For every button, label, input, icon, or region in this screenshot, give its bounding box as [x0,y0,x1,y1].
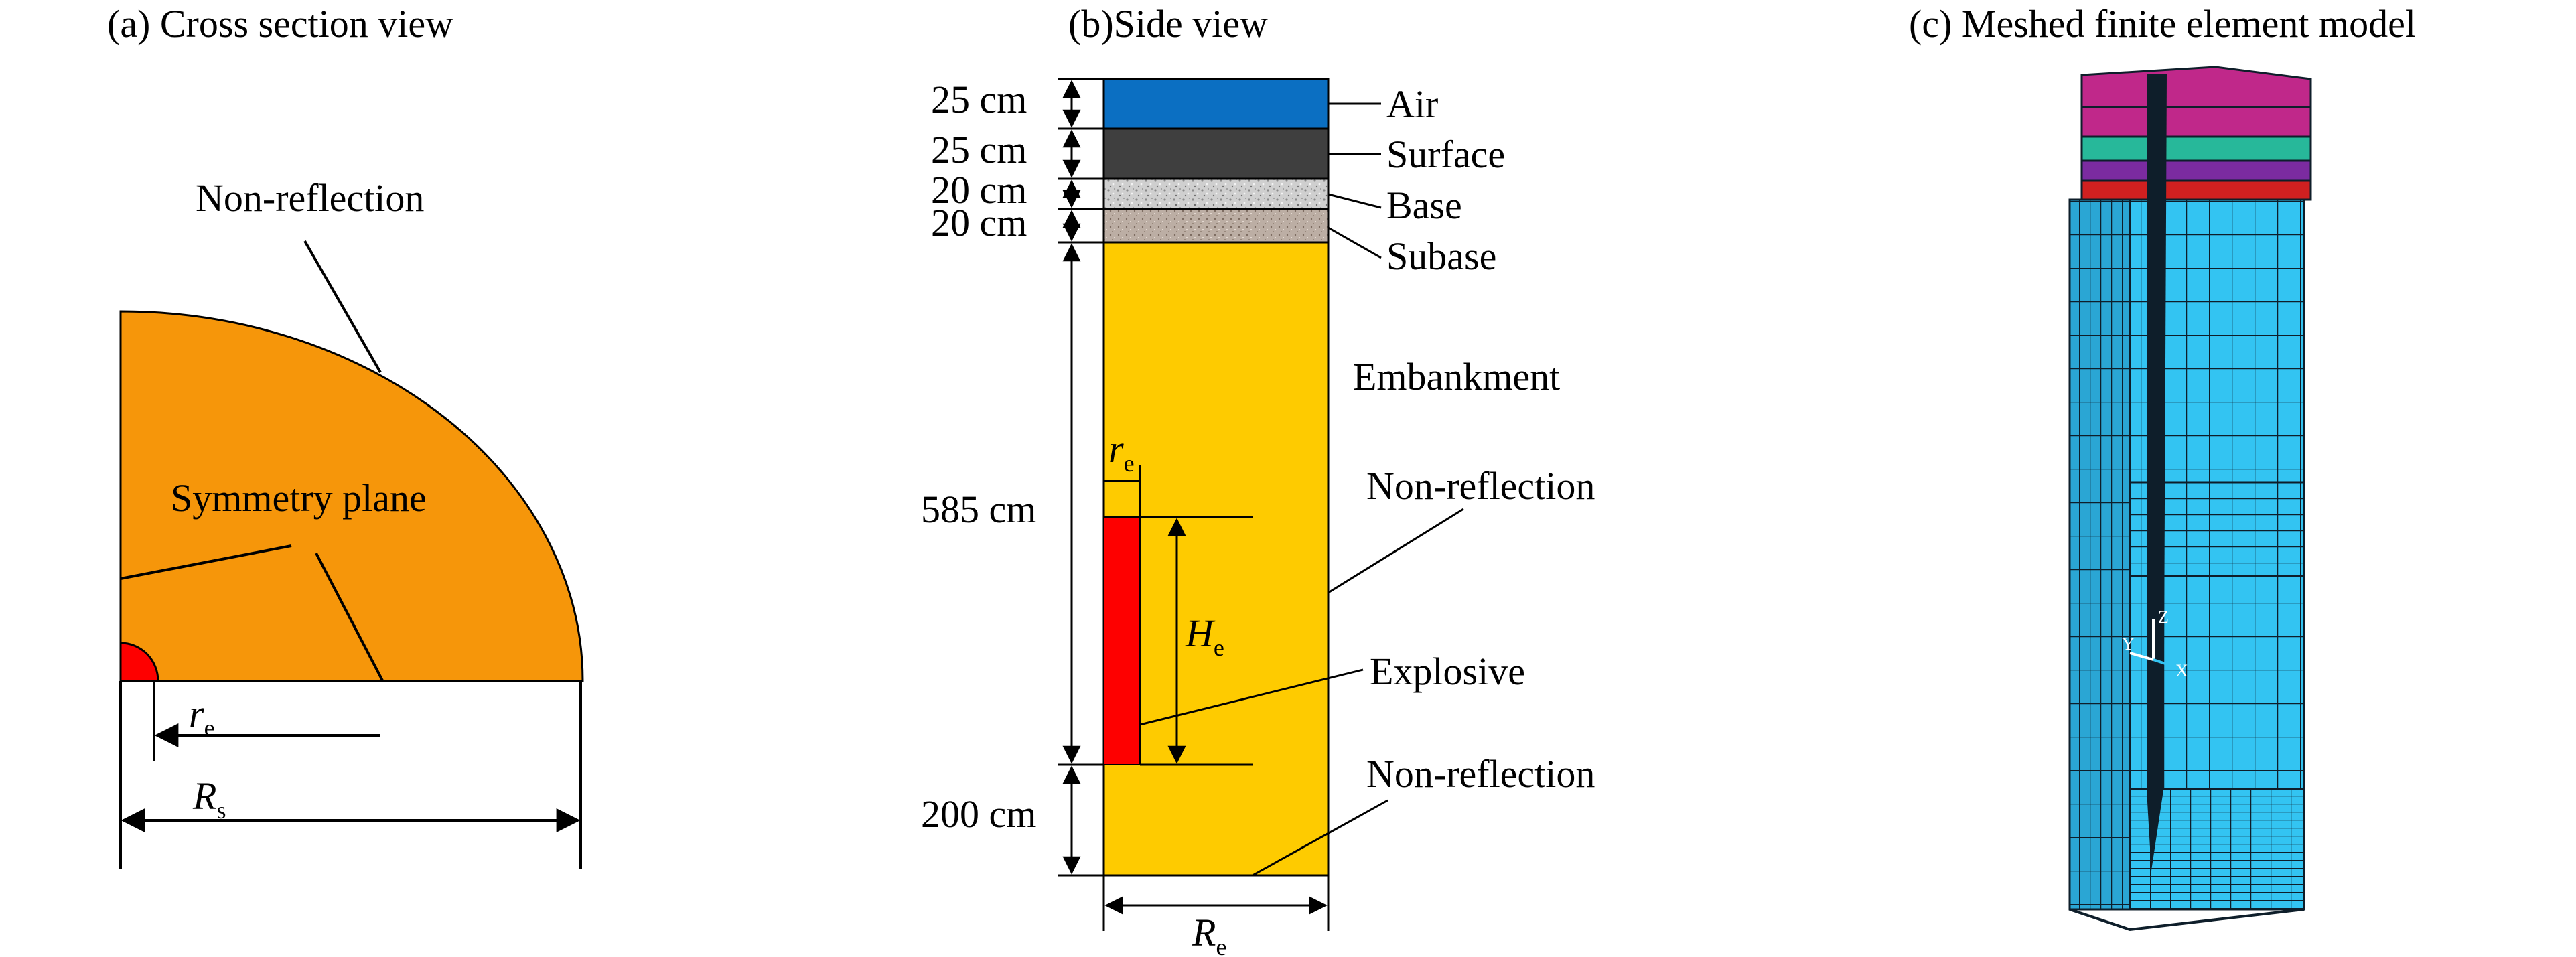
non-reflection-side-label: Non-reflection [1366,464,1595,508]
symmetry-leader-1 [120,544,292,580]
subase-leader [1328,226,1382,259]
layer-surface [1102,127,1330,180]
layer-subase [1102,208,1330,244]
mesh-bottom-edge [2069,908,2305,932]
mesh-layer-purple [2080,159,2312,182]
embankment-thickness-upper: 585 cm [921,488,1036,531]
axis-x-label: X [2175,661,2188,680]
panel-b-side-view: (b)Side view 25 cm 25 cm 20 cm 20 cm 585… [921,2,1595,957]
non-reflection-label-a: Non-reflection [196,176,424,220]
air-label: Air [1386,82,1438,126]
explosive-label: Explosive [1370,650,1525,693]
re-label-b: re [1108,427,1135,477]
base-thickness: 20 cm [931,168,1027,212]
layer-air [1102,78,1330,130]
re-label-a: re [189,692,215,741]
panel-c-title: (c) Meshed finite element model [1909,2,2416,46]
layer-embankment [1102,241,1330,877]
base-label: Base [1386,183,1462,227]
non-reflection-side-leader [1328,508,1464,594]
cross-section-quarter-disc [119,310,584,682]
Re-label: Re [1192,911,1226,957]
symmetry-leader-2 [315,553,384,682]
surface-label: Surface [1386,133,1505,176]
mesh-layer-teal [2080,135,2312,162]
embankment-label: Embankment [1353,355,1560,398]
subase-thickness: 20 cm [931,201,1027,244]
coordinate-axis-triad: Z Y X [2122,607,2188,680]
mesh-body-left [2068,198,2131,911]
mesh-central-slit [2147,74,2167,871]
non-reflection-bottom-label: Non-reflection [1366,752,1595,796]
rs-label-a: Rs [192,774,226,824]
mesh-layer-red [2080,179,2312,201]
embankment-thickness-lower: 200 cm [921,792,1036,836]
axis-y-label: Y [2122,634,2135,654]
non-reflection-leader-a [303,240,382,373]
panel-c-mesh-model: (c) Meshed finite element model Z Y X [1909,2,2416,932]
subase-label: Subase [1386,234,1496,278]
panel-a-cross-section: (a) Cross section view Non-reflection Sy… [107,2,584,869]
panel-a-title: (a) Cross section view [107,2,453,46]
panel-b-title: (b)Side view [1068,2,1268,46]
non-reflection-bottom-leader [1252,799,1388,877]
mesh-top-cap [2080,66,2312,108]
explosive-semicircle [119,642,159,682]
symmetry-plane-label: Symmetry plane [171,476,427,520]
explosive-charge [1103,516,1141,765]
air-thickness: 25 cm [931,78,1027,121]
layer-base [1102,177,1330,210]
explosive-leader [1139,668,1364,726]
he-label: He [1185,611,1224,661]
surface-thickness: 25 cm [931,128,1027,171]
base-leader [1328,193,1382,209]
mesh-layer-magenta [2080,106,2312,138]
axis-z-label: Z [2158,607,2169,627]
